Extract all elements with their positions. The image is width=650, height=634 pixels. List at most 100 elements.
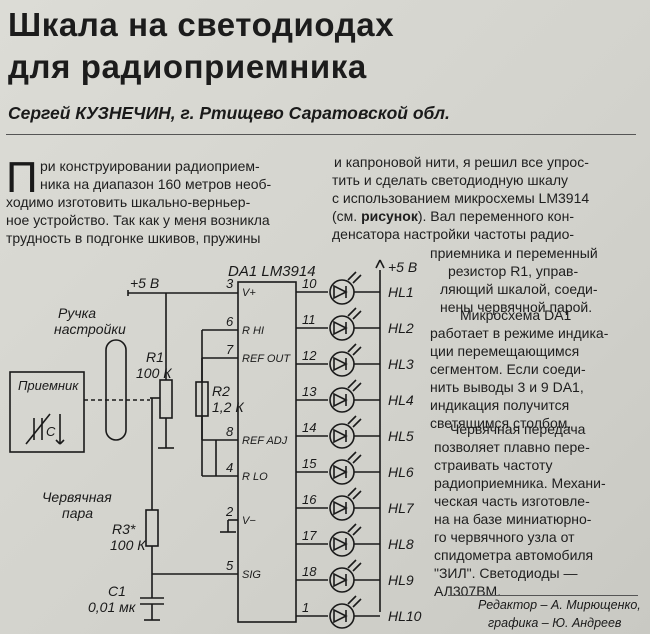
led-row (296, 559, 380, 593)
text-span: (см. (332, 208, 362, 224)
c1-value: 0,01 мк (88, 599, 137, 615)
diode-icon (333, 608, 348, 624)
led-label: HL2 (388, 320, 414, 336)
led-label: HL4 (388, 392, 414, 408)
chip-output-pin-number: 17 (302, 528, 317, 543)
knob-label-1: Ручка (58, 305, 96, 321)
chip-pin-number: 3 (226, 276, 234, 291)
r3-name: R3* (112, 521, 136, 537)
article-author: Сергей КУЗНЕЧИН, г. Ртищево Саратовской … (8, 103, 450, 123)
credits-rule (448, 595, 638, 596)
credits-graphics: графика – Ю. Андреев (488, 616, 622, 630)
light-arrows-icon (347, 307, 362, 320)
led-row (296, 343, 380, 377)
text-line: приемника и переменный (430, 245, 598, 261)
light-arrows-icon (347, 271, 362, 284)
r1-resistor (159, 379, 173, 419)
chip-label: DA1 LM3914 (228, 263, 316, 280)
light-arrows-icon (347, 451, 362, 464)
led-label: HL6 (388, 464, 414, 480)
text-line: резистор R1, управ- (448, 263, 579, 279)
led-row (296, 595, 380, 629)
r1-name: R1 (146, 349, 164, 365)
text-line: ное устройство. Так как у меня возникла (6, 212, 270, 228)
diode-icon (333, 536, 348, 552)
knob-label-2: настройки (54, 321, 126, 337)
text-line: тить и сделать светодиодную шкалу (332, 172, 568, 188)
text-line: ри конструировании радиоприем- (40, 158, 260, 174)
led-row (296, 451, 380, 485)
chip-pin-name: R LO (242, 471, 268, 483)
chip-output-pin-number: 1 (302, 600, 309, 615)
chip-pin-number: 5 (226, 558, 234, 573)
chip-pin-number: 7 (226, 342, 234, 357)
header-rule (6, 134, 636, 135)
diode-icon (333, 572, 348, 588)
r2-value: 1,2 К (212, 399, 244, 415)
chip-pin-name: REF OUT (242, 353, 291, 365)
chip-output-pin-number: 12 (302, 348, 317, 363)
chip-output-pin-number: 14 (302, 420, 316, 435)
diode-icon (333, 320, 348, 336)
text-line: позволяет плавно пере- (434, 439, 590, 455)
chip-output-pin-number: 13 (302, 384, 317, 399)
text-line: ника на диапазон 160 метров необ- (40, 176, 272, 192)
text-line: на на базе миниатюрно- (434, 511, 592, 527)
text-line: спидометра автомобиля (434, 547, 594, 563)
text-line: ции перемещающимся (430, 343, 580, 359)
chip-pin-number: 4 (226, 460, 233, 475)
text-span: ). Вал переменного кон- (417, 208, 574, 224)
article-title-line2: для радиоприемника (8, 48, 367, 85)
led-row (296, 271, 380, 305)
text-line: "ЗИЛ". Светодиоды — (434, 565, 578, 581)
chip-pin-number: 2 (225, 504, 234, 519)
led-row (296, 415, 380, 449)
led-row (296, 523, 380, 557)
receiver-label: Приемник (18, 378, 79, 393)
led-label: HL1 (388, 284, 414, 300)
chip-pin-number: 8 (226, 424, 234, 439)
text-line: Микросхема DA1 (460, 307, 572, 323)
light-arrows-icon (347, 523, 362, 536)
c1-name: C1 (108, 583, 126, 599)
text-line: ляющий шкалой, соеди- (440, 281, 598, 297)
chip-output-pin-number: 10 (302, 276, 317, 291)
light-arrows-icon (347, 379, 362, 392)
chip-pin-name: SIG (242, 569, 261, 581)
capacitor-c-label: C (46, 424, 56, 439)
diode-icon (333, 500, 348, 516)
supply-right-label: +5 В (388, 259, 417, 275)
credits-editor: Редактор – А. Мирющенко, (478, 598, 641, 612)
text-line: радиоприемника. Механи- (434, 475, 606, 491)
text-line: нить выводы 3 и 9 DA1, (430, 379, 584, 395)
diode-icon (333, 428, 348, 444)
light-arrows-icon (347, 343, 362, 356)
text-line: го червячного узла от (434, 529, 575, 545)
tuning-knob (105, 339, 127, 441)
chip-pin-name: V− (242, 515, 256, 527)
drop-cap: П (6, 153, 38, 202)
light-arrows-icon (347, 559, 362, 572)
text-line: денсатора настройки частоты радио- (332, 226, 575, 242)
text-line: с использованием микросхемы LM3914 (332, 190, 590, 206)
text-line: ческая часть изготовле- (434, 493, 590, 509)
diode-icon (333, 392, 348, 408)
led-label: HL10 (388, 608, 422, 624)
led-row (296, 307, 380, 341)
led-label: HL5 (388, 428, 414, 444)
chip-output-pin-number: 15 (302, 456, 317, 471)
chip-output-pin-number: 18 (302, 564, 317, 579)
led-label: HL7 (388, 500, 415, 516)
chip-output-pin-number: 11 (302, 312, 316, 327)
diode-icon (333, 284, 348, 300)
supply-left-label: +5 В (130, 275, 159, 291)
led-label: HL8 (388, 536, 414, 552)
text-line: нены червячной парой. (440, 299, 593, 315)
text-line: сегментом. Если соеди- (430, 361, 586, 377)
r1-value: 100 К (136, 365, 172, 381)
led-row (296, 487, 380, 521)
text-line: работает в режиме индика- (430, 325, 609, 341)
diode-icon (333, 356, 348, 372)
text-line: (см. рисунок). Вал переменного кон- (332, 207, 574, 225)
